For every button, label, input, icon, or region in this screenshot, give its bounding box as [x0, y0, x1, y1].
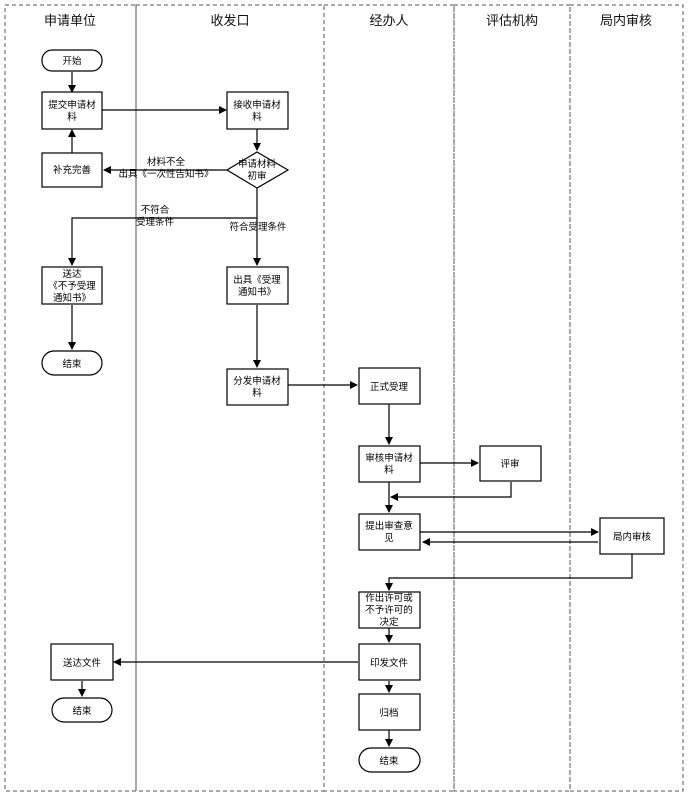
- lane-title-handler: 经办人: [369, 14, 408, 29]
- node-serve-reject: 送达 《不予受理 通知书》: [41, 266, 103, 305]
- node-evaluate: 评审: [479, 445, 542, 482]
- node-archive-label: 归档: [379, 707, 398, 719]
- node-end1-label: 结束: [62, 358, 82, 370]
- edge-labels: 材料不全 出具《一次性告知书》 不符合 受理条件 符合受理条件: [118, 156, 287, 233]
- label-not-eligible-1: 不符合: [141, 204, 170, 216]
- node-decision-line3: 决定: [379, 616, 399, 628]
- node-internal-review-label: 局内审核: [613, 531, 652, 543]
- node-receive: 接收申请材 料: [226, 91, 289, 130]
- node-serve-reject-line3: 通知书》: [53, 292, 91, 304]
- swimlanes: 申请单位 收发口 经办人 评估机构 局内审核: [4, 4, 684, 792]
- lane-handler: [323, 4, 455, 792]
- node-start: 开始: [41, 49, 103, 72]
- lane-internal-review: [569, 4, 684, 792]
- node-distribute: 分发申请材 料: [226, 368, 289, 406]
- label-not-eligible-2: 受理条件: [136, 216, 175, 228]
- edge-internal-decision: [385, 554, 633, 591]
- node-archive: 归档: [358, 693, 421, 731]
- node-end1: 结束: [41, 350, 103, 376]
- node-receive-line1: 接收申请材: [233, 99, 281, 111]
- node-receive-line2: 料: [252, 111, 262, 123]
- node-formal-accept: 正式受理: [358, 367, 421, 405]
- node-review: 审核申请材 料: [358, 445, 421, 483]
- node-distribute-line1: 分发申请材: [233, 375, 281, 387]
- label-incomplete-1: 材料不全: [147, 156, 186, 168]
- node-serve-docs: 送达文件: [50, 643, 114, 681]
- node-formal-accept-label: 正式受理: [370, 381, 409, 393]
- node-serve-reject-line2: 《不予受理: [48, 280, 96, 292]
- lane-evaluation: [453, 4, 571, 792]
- lane-title-internal-review: 局内审核: [600, 13, 652, 29]
- node-end2: 结束: [51, 697, 113, 723]
- node-issue-accept: 出具《受理 通知书》: [226, 266, 289, 305]
- node-end2-label: 结束: [72, 705, 92, 717]
- node-serve-reject-line1: 送达: [62, 268, 82, 280]
- nodes: 开始 提交申请材 料 补充完善 送达 《不予受理 通知书》 结束 接收申请材 料: [41, 49, 665, 773]
- node-review-line1: 审核申请材: [365, 452, 413, 464]
- node-prelim-line1: 申请材料: [238, 158, 277, 170]
- node-decision-line2: 不予许可的: [365, 604, 413, 616]
- node-start-label: 开始: [62, 55, 82, 67]
- node-issue-docs: 印发文件: [358, 643, 421, 681]
- node-prelim-decision: 申请材料 初审: [225, 151, 290, 189]
- node-issue-docs-label: 印发文件: [370, 657, 409, 669]
- node-opinion-line1: 提出审查意: [365, 520, 413, 532]
- node-supplement: 补充完善: [41, 152, 103, 188]
- node-submit-line2: 料: [67, 111, 77, 123]
- node-submit-line1: 提交申请材: [48, 99, 96, 111]
- node-opinion: 提出审查意 见: [358, 513, 421, 551]
- edge-prelim-reject: [68, 188, 258, 266]
- node-issue-accept-line2: 通知书》: [238, 286, 276, 298]
- lane-applicant: [4, 4, 137, 792]
- node-opinion-line2: 见: [384, 533, 394, 544]
- node-internal-review: 局内审核: [599, 517, 665, 555]
- node-supplement-label: 补充完善: [53, 164, 92, 176]
- lane-title-reception: 收发口: [210, 13, 249, 29]
- node-decision: 作出许可或 不予许可的 决定: [358, 591, 421, 629]
- node-distribute-line2: 料: [252, 387, 262, 399]
- edge-evaluate-return: [390, 482, 512, 501]
- node-issue-accept-line1: 出具《受理: [233, 274, 281, 286]
- lane-title-applicant: 申请单位: [44, 14, 96, 29]
- node-submit: 提交申请材 料: [41, 91, 103, 130]
- node-prelim-line2: 初审: [247, 170, 266, 182]
- node-serve-docs-label: 送达文件: [63, 657, 102, 669]
- label-incomplete-2: 出具《一次性告知书》: [118, 168, 213, 180]
- lane-title-evaluation: 评估机构: [486, 14, 538, 29]
- node-review-line2: 料: [384, 464, 394, 476]
- label-eligible: 符合受理条件: [229, 221, 287, 233]
- node-evaluate-label: 评审: [500, 458, 519, 470]
- node-decision-line1: 作出许可或: [365, 592, 413, 604]
- edges: [68, 72, 633, 747]
- node-end3: 结束: [358, 747, 421, 773]
- node-end3-label: 结束: [379, 755, 399, 767]
